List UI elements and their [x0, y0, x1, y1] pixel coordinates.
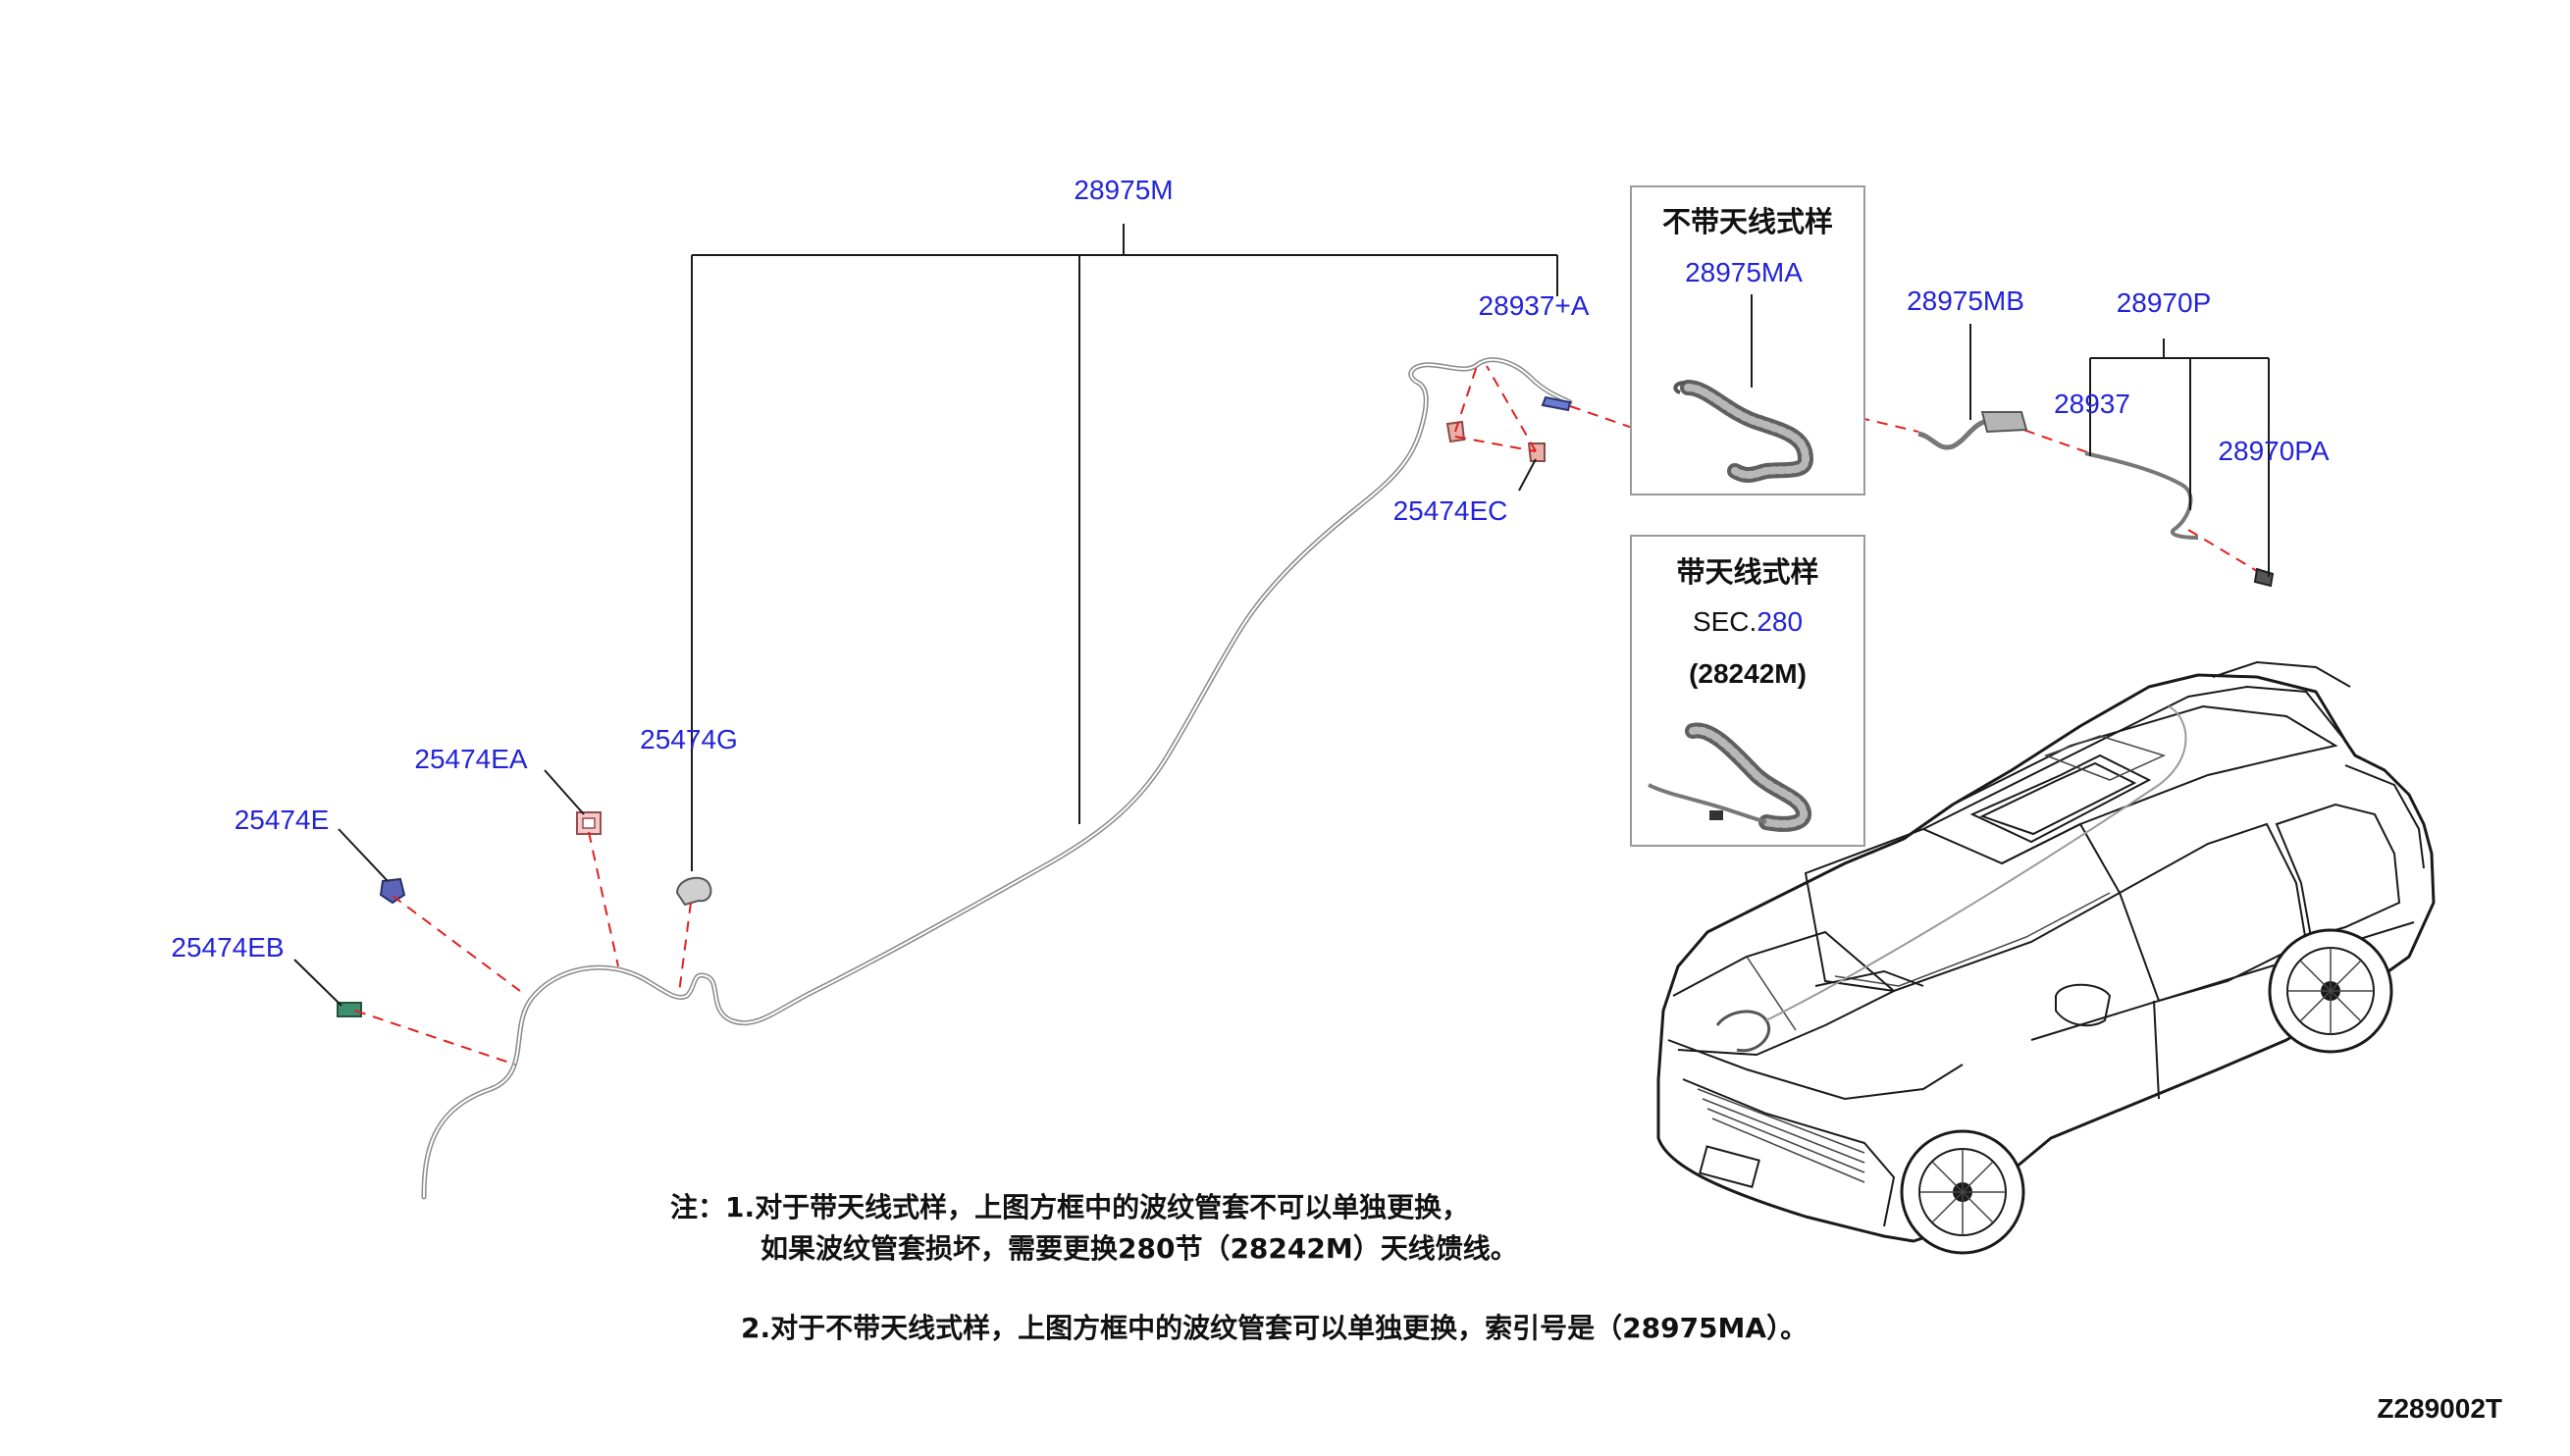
part-label-28937A[interactable]: 28937+A — [1479, 290, 1590, 321]
harness-28975MB — [1917, 324, 2028, 450]
note-line-3: 2.对于不带天线式样，上图方框中的波纹管套可以单独更换，索引号是（28975MA… — [741, 1312, 1808, 1344]
diagram-code: Z289002T — [2377, 1393, 2502, 1424]
part-label-28975M[interactable]: 28975M — [1074, 175, 1173, 205]
part-label-28975MB[interactable]: 28975MB — [1907, 286, 2024, 316]
part-label-25474EC[interactable]: 25474EC — [1393, 495, 1508, 526]
part-label-28970PA[interactable]: 28970PA — [2218, 436, 2329, 466]
corrugated-tube-no-antenna — [1673, 380, 1814, 484]
part-label-25474G[interactable]: 25474G — [640, 724, 738, 754]
sec-prefix: SEC. — [1693, 606, 1757, 637]
clip-25474G — [675, 876, 712, 907]
part-label-28937[interactable]: 28937 — [2054, 389, 2130, 419]
callout-leaders — [293, 458, 1537, 1007]
sec-link-280[interactable]: 280 — [1757, 606, 1803, 637]
box-with-antenna: 带天线式样 SEC.280 (28242M) — [1630, 535, 1865, 847]
part-label-25474EB[interactable]: 25474EB — [171, 932, 284, 962]
part-label-28242M: (28242M) — [1689, 658, 1807, 689]
part-label-25474E[interactable]: 25474E — [235, 805, 330, 835]
clip-25474E — [379, 877, 406, 905]
harness-28970P — [2084, 338, 2275, 588]
clip-25474EB — [337, 1002, 362, 1017]
callout-labels: 28975M 28937+A 25474EC 25474G 25474EA 25… — [171, 175, 2329, 962]
notes: 注：1.对于带天线式样，上图方框中的波纹管套不可以单独更换， 如果波纹管套损坏，… — [670, 1191, 1808, 1344]
note-line-1: 注：1.对于带天线式样，上图方框中的波纹管套不可以单独更换， — [670, 1191, 1469, 1223]
connector-28937A — [1541, 395, 1572, 412]
clip-25474EC — [1445, 420, 1546, 462]
vehicle-illustration — [1656, 660, 2436, 1255]
part-label-25474EA[interactable]: 25474EA — [414, 744, 528, 774]
part-label-28970P[interactable]: 28970P — [2117, 287, 2212, 318]
bracket-28975M — [691, 224, 1558, 871]
note-line-2: 如果波纹管套损坏，需要更换280节（28242M）天线馈线。 — [761, 1232, 1518, 1265]
corrugated-tube-with-antenna — [1648, 722, 1811, 832]
part-label-28975MA[interactable]: 28975MA — [1685, 257, 1803, 287]
box-no-antenna: 不带天线式样 28975MA — [1630, 185, 1865, 495]
clip-25474EA — [576, 811, 602, 835]
box-no-antenna-title: 不带天线式样 — [1662, 205, 1833, 238]
sec-reference: SEC.280 — [1693, 606, 1803, 637]
box-with-antenna-title: 带天线式样 — [1676, 555, 1818, 589]
main-wire-harness — [421, 357, 1573, 1200]
